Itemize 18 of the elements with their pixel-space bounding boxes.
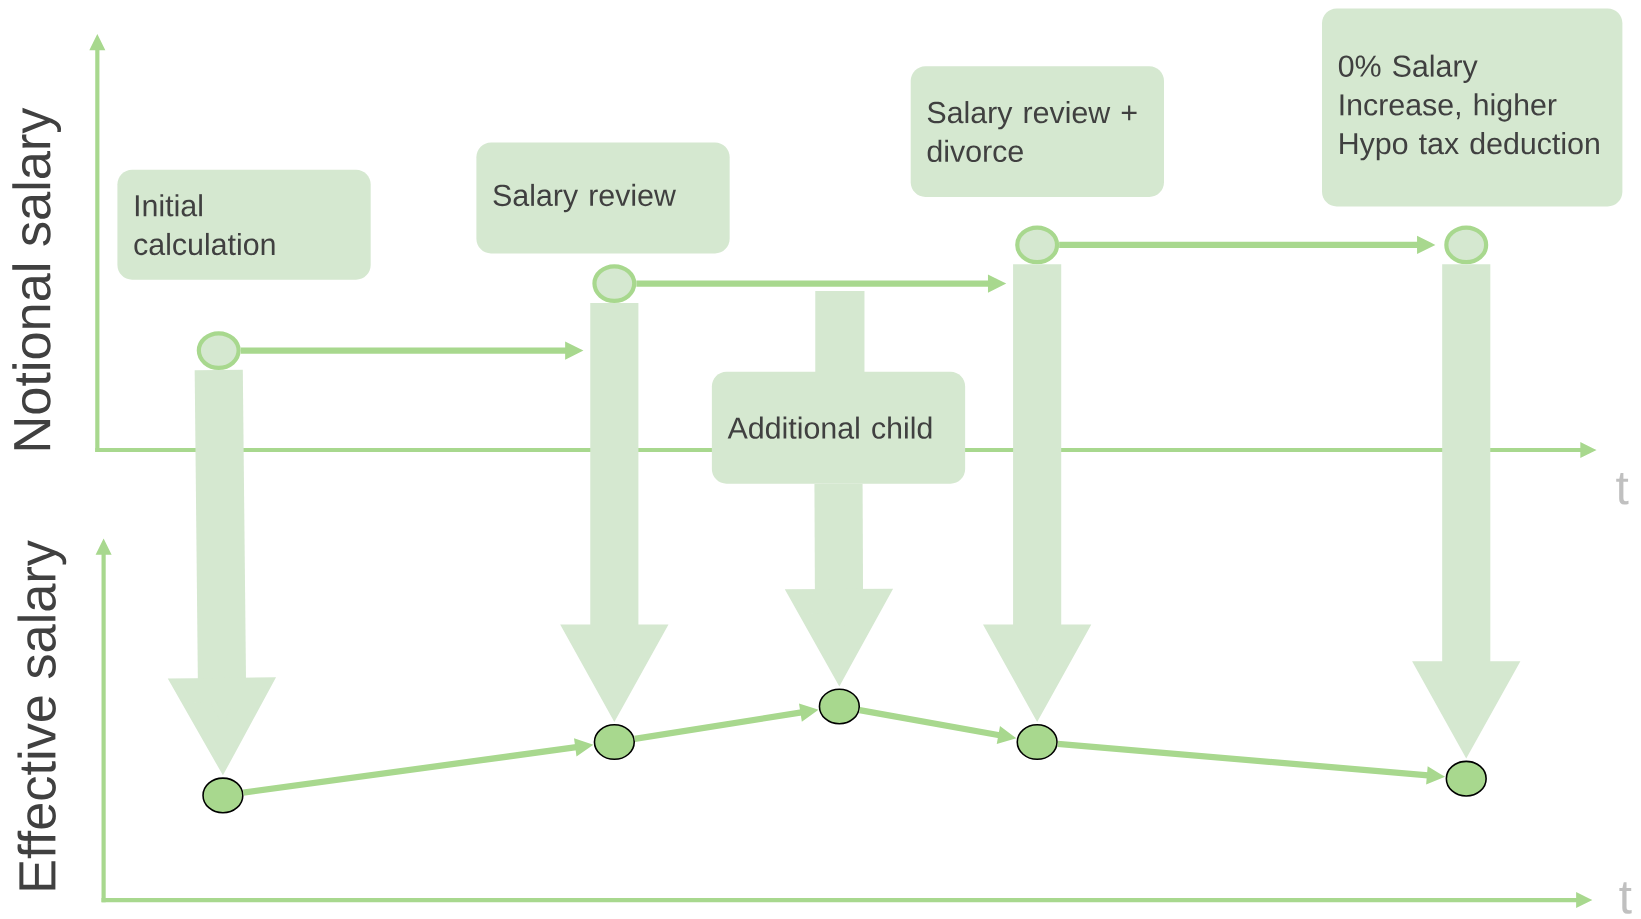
label-box: Additional child bbox=[711, 371, 966, 484]
label-box: Initial calculation bbox=[117, 169, 371, 280]
label-box: 0% Salary Increase, higher Hypo tax deduction bbox=[1322, 8, 1623, 207]
dot-marker bbox=[818, 688, 861, 725]
ring-marker bbox=[196, 331, 241, 370]
axis-label: t bbox=[1616, 473, 1629, 505]
axis-label: t bbox=[1619, 882, 1632, 914]
dot-marker bbox=[593, 723, 635, 761]
dot-marker bbox=[202, 777, 244, 814]
label-box: Salary review bbox=[476, 142, 730, 254]
axis-label: Effective salary bbox=[17, 540, 67, 890]
ring-marker bbox=[1444, 225, 1489, 265]
axis-label: Notional salary bbox=[12, 107, 61, 450]
dot-marker bbox=[1445, 760, 1487, 797]
label-box: Salary review + divorce bbox=[910, 66, 1164, 197]
dot-marker bbox=[1016, 723, 1058, 761]
ring-marker bbox=[1015, 225, 1060, 265]
ring-marker bbox=[592, 264, 637, 303]
